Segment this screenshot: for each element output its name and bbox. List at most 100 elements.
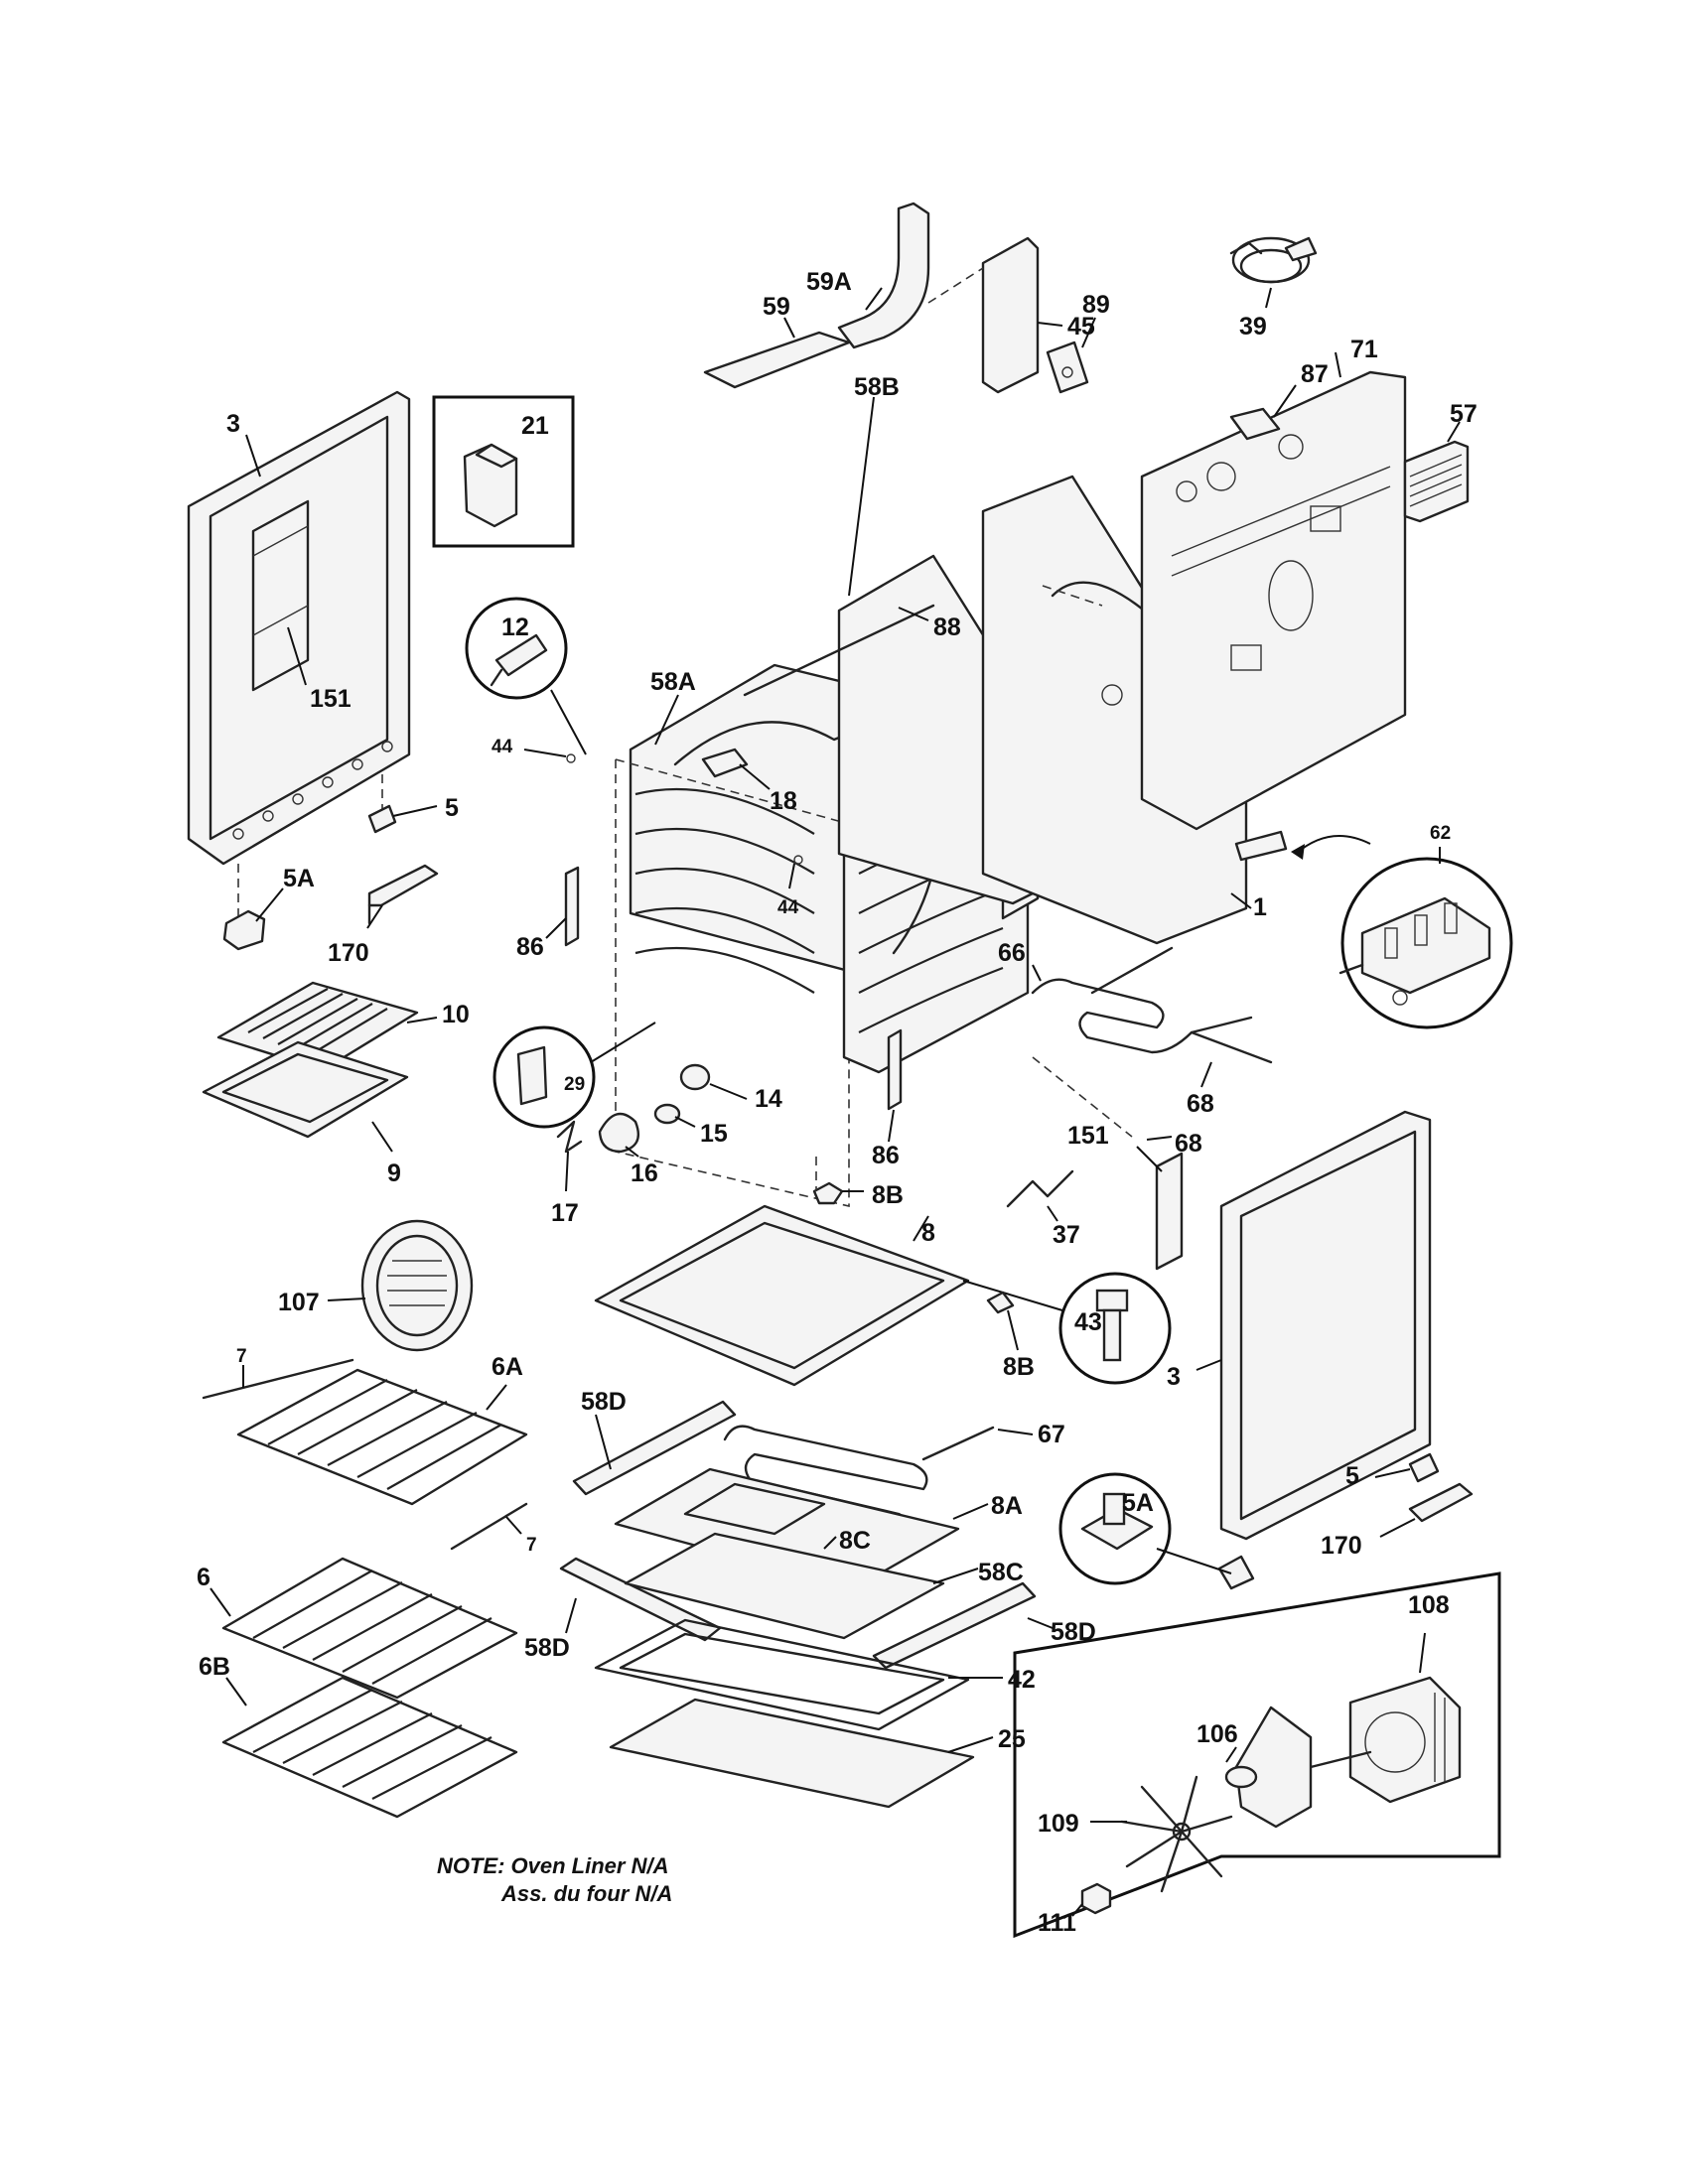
label-8B-b: 8B bbox=[1003, 1353, 1035, 1381]
part-87-plate bbox=[1229, 407, 1281, 441]
part-7-slide-bottom bbox=[450, 1502, 528, 1551]
label-15: 15 bbox=[700, 1120, 728, 1148]
back-panel-71 bbox=[1140, 370, 1407, 831]
label-5: 5 bbox=[445, 794, 459, 822]
label-9: 9 bbox=[387, 1160, 401, 1187]
label-3-b: 3 bbox=[1167, 1363, 1181, 1391]
label-59A: 59A bbox=[806, 268, 852, 296]
part-62-callout bbox=[1338, 857, 1513, 1029]
duct-59 bbox=[703, 331, 851, 389]
part-58C bbox=[624, 1532, 945, 1640]
label-66: 66 bbox=[998, 939, 1026, 967]
note-line-1: NOTE: Oven Liner N/A bbox=[437, 1853, 668, 1878]
oven-rack-6A bbox=[236, 1368, 528, 1506]
part-58D-left bbox=[572, 1400, 737, 1496]
label-68-b: 68 bbox=[1175, 1130, 1202, 1158]
label-57: 57 bbox=[1450, 400, 1477, 428]
part-86-right bbox=[887, 1028, 903, 1111]
part-42-frame bbox=[594, 1618, 970, 1731]
label-5A: 5A bbox=[283, 865, 315, 892]
label-107: 107 bbox=[278, 1289, 320, 1316]
duct-45 bbox=[981, 236, 1040, 394]
label-18: 18 bbox=[770, 787, 797, 815]
label-62: 62 bbox=[1430, 823, 1451, 844]
part-8B-side bbox=[986, 1291, 1015, 1314]
label-67: 67 bbox=[1038, 1421, 1065, 1448]
oven-bottom-tray bbox=[594, 1204, 970, 1387]
label-8B: 8B bbox=[872, 1181, 904, 1209]
oven-lamp-parts bbox=[556, 1063, 711, 1154]
label-21: 21 bbox=[521, 412, 549, 440]
label-10: 10 bbox=[442, 1001, 470, 1028]
leveling-leg-right bbox=[1217, 1452, 1474, 1590]
label-12: 12 bbox=[501, 614, 529, 641]
label-86: 86 bbox=[516, 933, 544, 961]
label-71: 71 bbox=[1350, 336, 1378, 363]
label-43: 43 bbox=[1074, 1308, 1102, 1336]
convection-fan-cover bbox=[360, 1219, 474, 1352]
part-58D-right bbox=[872, 1581, 1037, 1670]
label-68: 68 bbox=[1187, 1090, 1214, 1118]
label-5A-b: 5A bbox=[1122, 1489, 1154, 1517]
label-44: 44 bbox=[492, 737, 513, 757]
vent-cover-57 bbox=[1403, 440, 1470, 523]
part-43-callout bbox=[962, 1272, 1172, 1385]
label-59: 59 bbox=[763, 293, 790, 321]
label-42: 42 bbox=[1008, 1666, 1036, 1694]
label-16: 16 bbox=[631, 1160, 658, 1187]
label-87: 87 bbox=[1301, 360, 1329, 388]
label-1: 1 bbox=[1253, 893, 1267, 921]
part-88-wire bbox=[743, 604, 935, 697]
label-6B: 6B bbox=[199, 1653, 230, 1681]
label-111: 111 bbox=[1038, 1909, 1076, 1937]
part-18 bbox=[701, 748, 749, 778]
label-106: 106 bbox=[1196, 1720, 1238, 1748]
part-29-callout bbox=[492, 1022, 656, 1129]
label-5-b: 5 bbox=[1345, 1462, 1359, 1490]
label-14: 14 bbox=[755, 1085, 782, 1113]
right-side-panel bbox=[1219, 1110, 1432, 1541]
label-58C: 58C bbox=[978, 1559, 1024, 1586]
label-3: 3 bbox=[226, 410, 240, 438]
label-170: 170 bbox=[328, 939, 369, 967]
label-7-b: 7 bbox=[526, 1535, 537, 1556]
label-8A: 8A bbox=[991, 1492, 1023, 1520]
leveling-leg-left bbox=[222, 804, 439, 951]
duct-59A bbox=[837, 202, 930, 349]
part-86-left bbox=[564, 866, 580, 947]
label-8: 8 bbox=[921, 1219, 935, 1247]
label-17: 17 bbox=[551, 1199, 579, 1227]
broil-element-66 bbox=[1031, 946, 1273, 1064]
label-109: 109 bbox=[1038, 1810, 1079, 1838]
part-7-slide-top bbox=[202, 1358, 354, 1400]
part-21-box bbox=[432, 395, 575, 548]
left-side-panel bbox=[187, 390, 411, 923]
label-6A: 6A bbox=[492, 1353, 523, 1381]
part-37-wire bbox=[1006, 1169, 1074, 1208]
label-86-b: 86 bbox=[872, 1142, 900, 1169]
label-6: 6 bbox=[197, 1564, 211, 1591]
label-37: 37 bbox=[1053, 1221, 1080, 1249]
power-cord-39 bbox=[1229, 236, 1318, 284]
label-25: 25 bbox=[998, 1725, 1026, 1753]
label-7: 7 bbox=[236, 1346, 247, 1367]
label-8C: 8C bbox=[839, 1527, 871, 1555]
part-151-right bbox=[1155, 1152, 1184, 1271]
oven-rack-6 bbox=[221, 1557, 518, 1700]
label-39: 39 bbox=[1239, 313, 1267, 341]
label-108: 108 bbox=[1408, 1591, 1450, 1619]
label-151: 151 bbox=[310, 685, 352, 713]
label-58D-b: 58D bbox=[524, 1634, 570, 1662]
label-58A: 58A bbox=[650, 668, 696, 696]
part-8B-top bbox=[812, 1181, 844, 1205]
label-58D: 58D bbox=[581, 1388, 627, 1416]
oven-rack-6B bbox=[221, 1676, 518, 1819]
label-89: 89 bbox=[1082, 291, 1110, 319]
convection-fan-assembly-box bbox=[1013, 1571, 1501, 1939]
note-line-2: Ass. du four N/A bbox=[500, 1881, 672, 1906]
broil-pan bbox=[202, 981, 419, 1139]
part-12-callout bbox=[465, 597, 587, 755]
part-68-wire-a bbox=[1032, 1056, 1133, 1138]
label-88: 88 bbox=[933, 614, 961, 641]
